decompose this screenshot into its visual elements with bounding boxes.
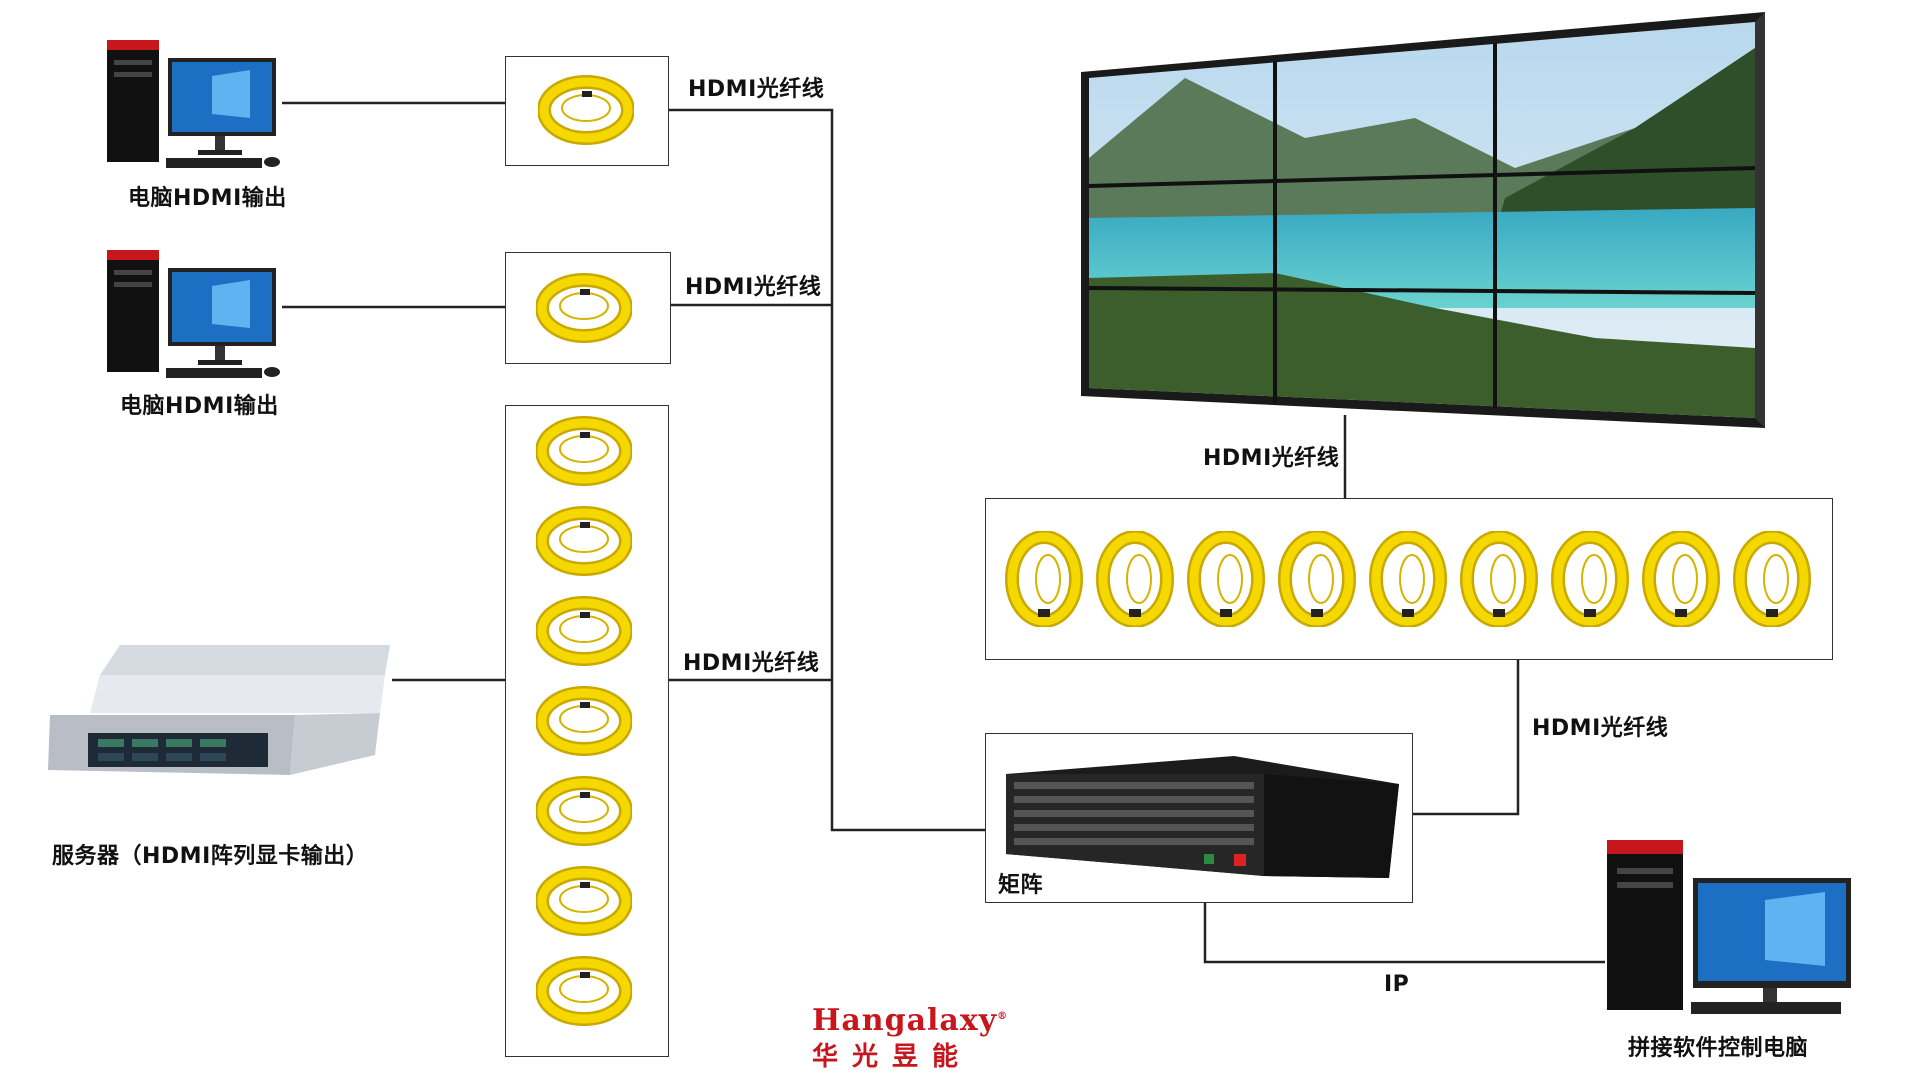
fiber-cable-coil-icon xyxy=(1278,531,1356,627)
cable-box-1 xyxy=(505,56,669,166)
rack-server-icon xyxy=(48,645,390,775)
fiber-cable-coil-icon xyxy=(536,416,632,486)
fiber-cable-coil-icon xyxy=(536,506,632,576)
fiber-cable-coil-icon xyxy=(536,686,632,756)
cable3-label: HDMI光纤线 xyxy=(683,651,820,676)
registered-mark: ® xyxy=(997,1011,1009,1022)
brand-logo: Hangalaxy® xyxy=(812,1003,1008,1038)
cable-wall-label: HDMI光纤线 xyxy=(1203,446,1340,471)
brand-logo-en: Hangalaxy xyxy=(812,1003,998,1038)
fiber-cable-coil-icon xyxy=(538,75,634,145)
matrix-switcher-icon xyxy=(1006,756,1399,878)
fiber-cable-coil-icon xyxy=(536,596,632,666)
matrix-label: 矩阵 xyxy=(998,873,1044,898)
desktop-computer-icon xyxy=(107,40,280,168)
cable2-label: HDMI光纤线 xyxy=(685,275,822,300)
fiber-cable-coil-icon xyxy=(536,273,632,343)
cable1-label: HDMI光纤线 xyxy=(688,77,825,102)
cable-box-2 xyxy=(505,252,671,364)
fiber-cable-coil-icon xyxy=(536,866,632,936)
brand-logo-cn: 华光昱能 xyxy=(812,1042,973,1072)
control-pc-label: 拼接软件控制电脑 xyxy=(1628,1036,1809,1061)
desktop-computer-icon xyxy=(1607,840,1851,1014)
fiber-cable-coil-icon xyxy=(1005,531,1083,627)
pc2-label: 电脑HDMI输出 xyxy=(120,394,279,419)
fiber-cable-coil-icon xyxy=(1187,531,1265,627)
fiber-cable-coil-icon xyxy=(1733,531,1811,627)
cable-box-wall xyxy=(985,498,1833,660)
ip-label: IP xyxy=(1384,972,1410,997)
video-wall-icon xyxy=(1081,12,1765,428)
fiber-cable-coil-icon xyxy=(1460,531,1538,627)
matrix-box: 矩阵 xyxy=(985,733,1413,903)
fiber-cable-coil-icon xyxy=(1369,531,1447,627)
server-label: 服务器（HDMI阵列显卡输出） xyxy=(52,844,369,869)
cable-matrix-label: HDMI光纤线 xyxy=(1532,716,1669,741)
desktop-computer-icon xyxy=(107,250,280,378)
cable-box-3 xyxy=(505,405,669,1057)
fiber-cable-coil-icon xyxy=(536,956,632,1026)
fiber-cable-coil-icon xyxy=(1551,531,1629,627)
fiber-cable-coil-icon xyxy=(1096,531,1174,627)
fiber-cable-coil-icon xyxy=(536,776,632,846)
fiber-cable-coil-icon xyxy=(1642,531,1720,627)
pc1-label: 电脑HDMI输出 xyxy=(128,186,287,211)
